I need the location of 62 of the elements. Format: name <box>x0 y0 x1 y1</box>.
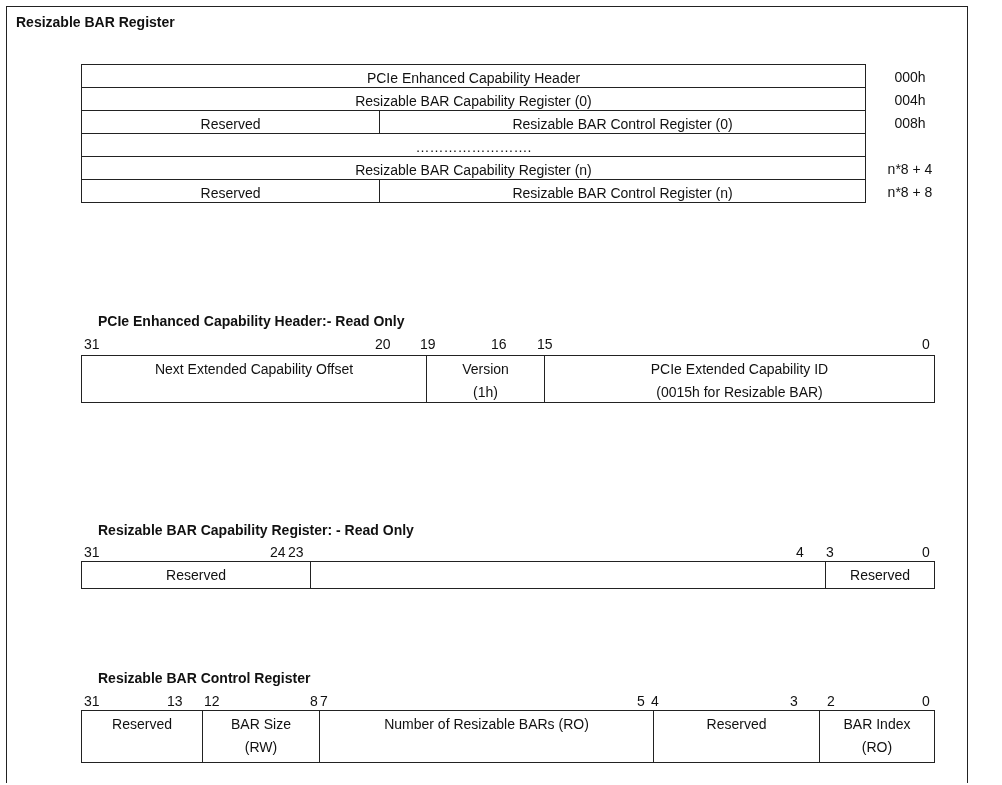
bit-number: 12 <box>204 693 220 709</box>
field-name: Reserved <box>112 715 172 734</box>
bit-number: 0 <box>922 544 930 560</box>
offset-label: 000h <box>894 68 926 87</box>
section-heading: PCIe Enhanced Capability Header:- Read Only <box>98 313 405 329</box>
bit-number: 4 <box>796 544 804 560</box>
bit-number: 4 <box>651 693 659 709</box>
diagram-title: Resizable BAR Register <box>16 14 175 30</box>
register-field <box>319 710 654 763</box>
field-name: Reserved <box>200 115 261 134</box>
bit-number: 13 <box>167 693 183 709</box>
register-field <box>819 710 935 763</box>
field-name: Reserved <box>200 184 261 203</box>
register-field <box>653 710 820 763</box>
register-field <box>426 355 545 403</box>
field-name: PCIe Extended Capability ID (0015h for Resizable BAR) <box>649 360 830 402</box>
field-name: BAR Index (RO) <box>842 715 912 757</box>
bit-number: 31 <box>84 693 100 709</box>
field-name: BAR Size (RW) <box>230 715 292 757</box>
bit-number: 16 <box>491 336 507 352</box>
bit-number: 8 <box>310 693 318 709</box>
bit-number: 0 <box>922 336 930 352</box>
empty-field <box>310 561 826 589</box>
bit-number: 7 <box>320 693 328 709</box>
register-field <box>202 710 320 763</box>
field-name: Resizable BAR Capability Register (n) <box>355 161 592 180</box>
bit-number: 3 <box>790 693 798 709</box>
register-field <box>81 561 311 589</box>
register-field <box>81 133 866 157</box>
field-name: Number of Resizable BARs (RO) <box>384 715 589 734</box>
register-field <box>81 710 203 763</box>
register-field <box>81 179 380 203</box>
register-field <box>544 355 935 403</box>
bit-number: 15 <box>537 336 553 352</box>
bit-number: 23 <box>288 544 304 560</box>
bit-number: 0 <box>922 693 930 709</box>
offset-label: n*8 + 4 <box>887 160 933 179</box>
bit-number: 3 <box>826 544 834 560</box>
offset-label: 004h <box>894 91 926 110</box>
bit-number: 19 <box>420 336 436 352</box>
register-field <box>81 355 427 403</box>
bit-number: 2 <box>827 693 835 709</box>
field-name: Next Extended Capability Offset <box>154 360 354 379</box>
section-heading: Resizable BAR Capability Register: - Read Only <box>98 522 414 538</box>
bit-number: 31 <box>84 544 100 560</box>
field-name: Reserved <box>706 715 767 734</box>
bit-number: 20 <box>375 336 391 352</box>
offset-label: 008h <box>894 114 926 133</box>
field-name: Resizable BAR Capability Register (0) <box>355 92 592 111</box>
field-name: ……………………. <box>415 138 532 157</box>
register-field <box>825 561 935 589</box>
field-name: Reserved <box>850 566 910 585</box>
field-name: Version (1h) <box>461 360 510 402</box>
field-name: Reserved <box>166 566 226 585</box>
field-name: Resizable BAR Control Register (0) <box>512 115 733 134</box>
offset-label: n*8 + 8 <box>887 183 933 202</box>
field-name: Resizable BAR Control Register (n) <box>512 184 733 203</box>
bit-number: 5 <box>637 693 645 709</box>
bit-number: 31 <box>84 336 100 352</box>
bit-number: 24 <box>270 544 286 560</box>
section-heading: Resizable BAR Control Register <box>98 670 311 686</box>
field-name: PCIe Enhanced Capability Header <box>366 69 581 88</box>
